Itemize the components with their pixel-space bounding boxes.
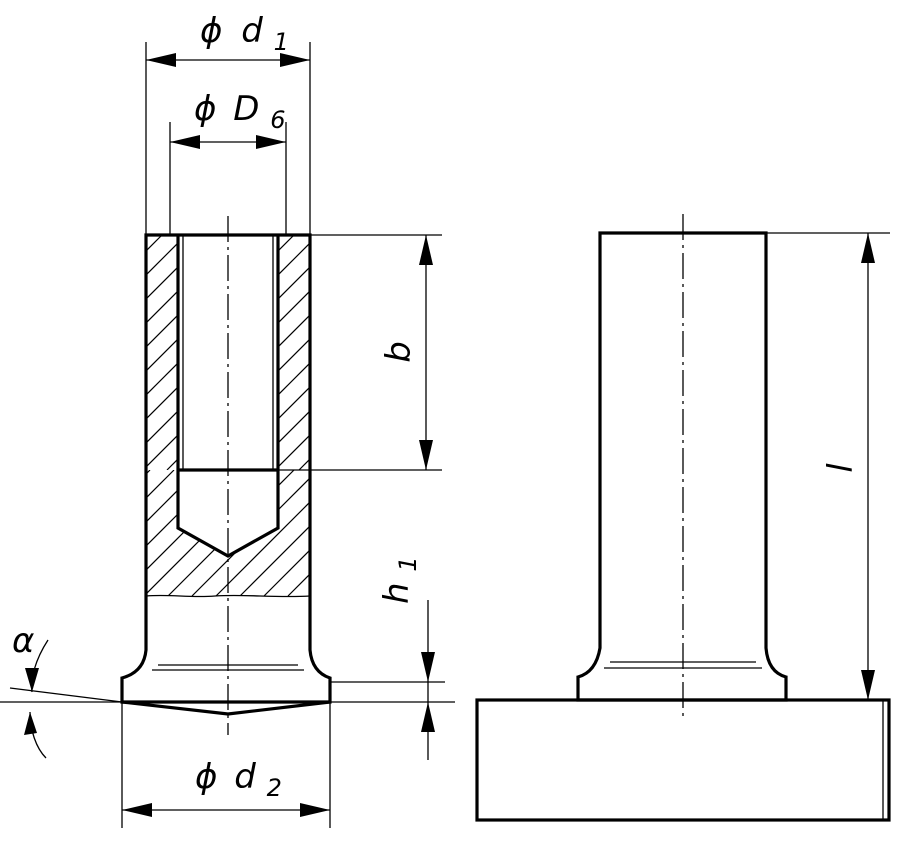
hatch-line xyxy=(0,470,30,596)
dim-b-label: b xyxy=(379,341,419,363)
dim-h1-subscript: 1 xyxy=(394,556,422,571)
dim-D6-subscript: 6 xyxy=(270,106,285,134)
hatch-line xyxy=(395,235,630,470)
dim-d1-subscript: 1 xyxy=(274,28,289,56)
hatch-line xyxy=(278,266,310,300)
dim-d2-symbol: ϕ xyxy=(195,757,217,797)
hatch-line xyxy=(35,235,270,470)
hatch-line xyxy=(311,235,546,470)
hatch-line xyxy=(0,470,102,596)
weld-tip xyxy=(121,700,331,716)
dim-l-label: l xyxy=(821,463,861,473)
hatch-line xyxy=(146,470,271,596)
hatch-line xyxy=(408,470,534,596)
hatch-line xyxy=(432,470,558,596)
hatch-line xyxy=(0,235,114,470)
dim-D6-label: ϕ D 6 xyxy=(194,89,286,134)
hatch-line xyxy=(0,470,6,596)
dim-d2-label: ϕ d 2 xyxy=(195,757,282,802)
hatch-line xyxy=(146,235,163,252)
hatch-line xyxy=(146,470,175,596)
hatch-line xyxy=(278,410,310,444)
hatch-line xyxy=(539,235,774,470)
section-hatching xyxy=(0,235,774,596)
stud-body-outline xyxy=(576,231,788,702)
hatch-line xyxy=(491,235,726,470)
hatch-line xyxy=(335,235,570,470)
hatch-line xyxy=(146,338,178,372)
dim-d2-subscript: 2 xyxy=(267,774,282,802)
hatch-line xyxy=(278,338,310,372)
dim-alpha-label: α xyxy=(12,621,34,661)
hatch-line xyxy=(166,458,178,470)
hatch-line xyxy=(11,235,246,470)
hatch-line xyxy=(278,242,310,276)
hatch-line xyxy=(191,470,310,596)
hatch-line xyxy=(146,410,178,444)
dim-d1-letter: d xyxy=(241,11,263,51)
dimensions-left: ϕ d 1 ϕ D 6 b h 1 xyxy=(0,11,455,828)
dim-D6-letter: D xyxy=(233,89,259,129)
hatch-line xyxy=(419,235,654,470)
hatch-line xyxy=(146,314,178,348)
hatch-line xyxy=(239,470,310,596)
hatch-line xyxy=(407,235,642,470)
hatch-line xyxy=(215,470,310,596)
dim-D6-symbol: ϕ xyxy=(194,89,216,129)
hatch-line xyxy=(146,266,178,300)
base-plate xyxy=(475,698,891,822)
hatch-line xyxy=(146,470,247,596)
dim-d2-letter: d xyxy=(234,757,256,797)
hatch-line xyxy=(467,235,702,470)
hatch-line xyxy=(0,470,126,596)
dimensions-right: l xyxy=(766,232,890,700)
hatch-line xyxy=(146,470,151,596)
hatch-line xyxy=(312,470,438,596)
hatch-line xyxy=(443,235,678,470)
hatch-line xyxy=(0,235,138,470)
hatch-line xyxy=(0,470,54,596)
hatch-line xyxy=(278,386,310,420)
hatch-line xyxy=(146,362,178,396)
break-line xyxy=(145,594,311,598)
welded-stud-view xyxy=(475,214,891,822)
hatch-line xyxy=(263,470,310,596)
hatch-line xyxy=(515,235,750,470)
hatch-line xyxy=(278,290,310,324)
sectioned-stud-view xyxy=(0,216,774,735)
hatch-line xyxy=(146,386,178,420)
hatch-line xyxy=(146,470,223,596)
hatch-line xyxy=(0,470,78,596)
hatch-line xyxy=(323,235,558,470)
dim-h1-letter: h xyxy=(377,582,417,604)
dim-h1-label: h 1 xyxy=(377,556,422,604)
dim-d1-label: ϕ d 1 xyxy=(200,11,289,56)
hatch-line xyxy=(146,242,178,276)
hatch-line xyxy=(239,235,474,470)
hatch-line xyxy=(146,290,178,324)
threaded-bore-outline xyxy=(176,235,280,558)
dim-d1-symbol: ϕ xyxy=(200,11,222,51)
